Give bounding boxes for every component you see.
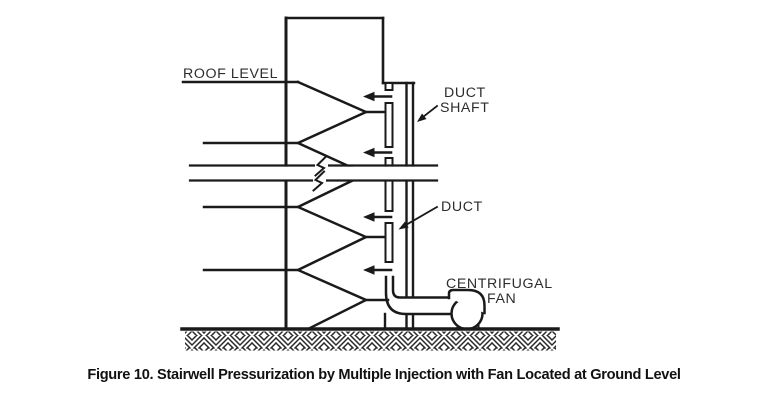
duct-elbow-inner [391,275,451,299]
duct-label: DUCT [441,199,483,215]
break-zigzag-symbol [314,155,328,177]
break-band-mask [188,166,438,180]
air-injection-arrow [363,91,393,102]
ground-hatch [185,331,556,351]
fan-volute [447,288,486,315]
air-injection-arrow [363,147,393,158]
air-injection-arrow [363,265,393,275]
roof-level-label: ROOF LEVEL [183,66,278,82]
stair-flights-zigzag [294,80,370,331]
centrifugal-fan-label-line1: CENTRIFUGAL [446,276,553,292]
centrifugal-fan-label-line2: FAN [487,291,516,307]
figure-caption: Figure 10. Stairwell Pressurization by M… [87,367,681,383]
ground [180,327,560,351]
air-injection-arrow [363,212,393,222]
diagram-canvas: ROOF LEVEL DUCT SHAFT DUCT CENTRIFUGAL F… [180,16,560,351]
break-gap-mask [315,161,328,170]
duct-shaft-label-line2: SHAFT [440,100,490,116]
supply-duct-riser [384,82,394,263]
duct-segment [384,102,394,148]
floor-lines [181,80,301,272]
break-zigzag-symbol [312,170,326,192]
landing-connectors [364,110,390,302]
duct-segment [384,222,394,263]
injection-arrows [363,91,393,275]
break-gap-mask [313,176,326,185]
duct-leader-arrow [398,205,439,230]
duct-segment [384,82,394,91]
duct-shaft-label-line1: DUCT [444,85,486,101]
duct-elbow-run [384,275,455,316]
duct-elbow-outer [384,275,455,316]
section-break [188,155,439,192]
leader-arrows [398,104,439,230]
duct-segment [384,157,394,212]
duct-shaft-leader-arrow [417,104,439,122]
centrifugal-fan [447,288,486,331]
